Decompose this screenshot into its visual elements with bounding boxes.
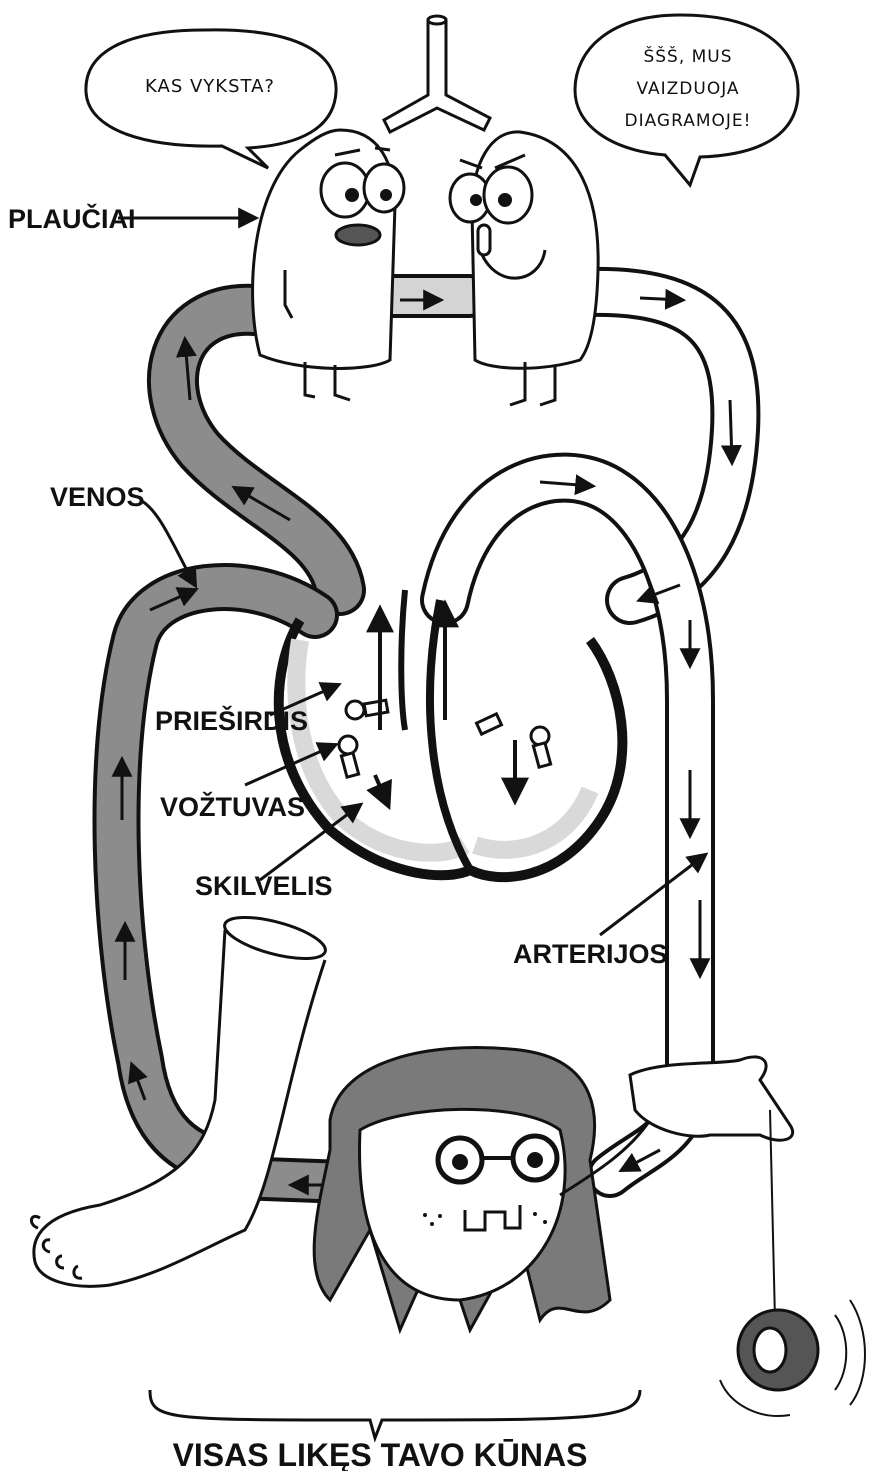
label-veins: VENOS (50, 482, 145, 512)
label-lungs: PLAUČIAI (8, 203, 136, 234)
speech-bubble-icon (575, 15, 798, 185)
bubble-right-line-2: VAIZDUOJA (636, 79, 739, 99)
label-valve: VOŽTUVAS (160, 791, 305, 822)
arrow-icon (730, 400, 732, 462)
bubble-right-line-3: DIAGRAMOJE! (625, 111, 752, 131)
girl (314, 1048, 865, 1416)
bubble-left-text: KAS VYKSTA? (145, 76, 275, 97)
speech-bubble-left: KAS VYKSTA? (86, 30, 336, 168)
label-ventricle: SKILVELIS (195, 871, 333, 901)
speech-bubble-right: ŠŠŠ, MUS VAIZDUOJA DIAGRAMOJE! (575, 15, 798, 185)
arteries (445, 292, 735, 1175)
label-atrium: PRIEŠIRDIS (155, 705, 308, 736)
speech-bubble-icon (86, 30, 336, 168)
trachea (384, 16, 490, 132)
label-arteries: ARTERIJOS (513, 939, 668, 969)
yoyo-icon (720, 1300, 865, 1416)
label-body: VISAS LIKĘS TAVO KŪNAS (173, 1437, 588, 1471)
lungs (253, 130, 599, 405)
leg (31, 909, 329, 1286)
bubble-right-line-1: ŠŠŠ, MUS (643, 45, 732, 67)
arrow-icon (640, 298, 682, 300)
body-brace (150, 1390, 640, 1438)
